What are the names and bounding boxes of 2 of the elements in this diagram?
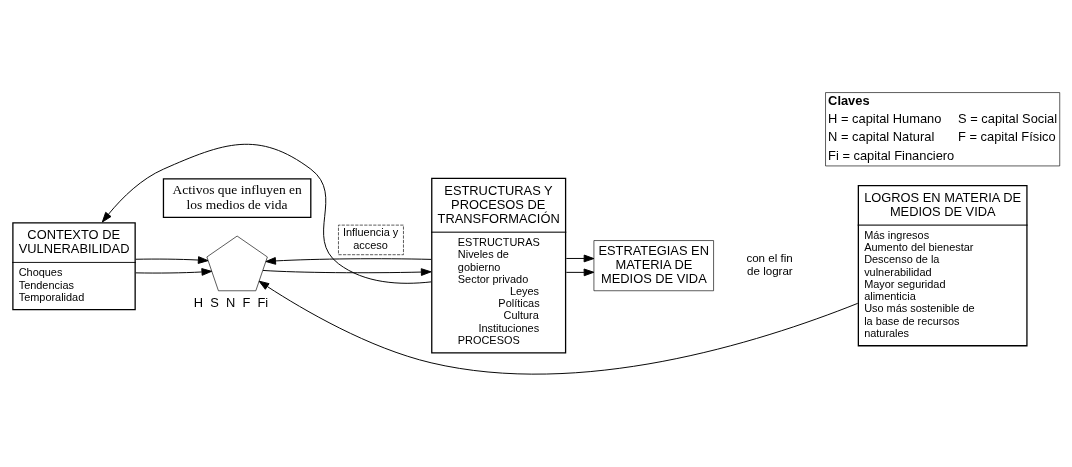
node-label: H S N F Fi [193, 294, 269, 310]
label: con el fin de lograr [746, 252, 793, 277]
